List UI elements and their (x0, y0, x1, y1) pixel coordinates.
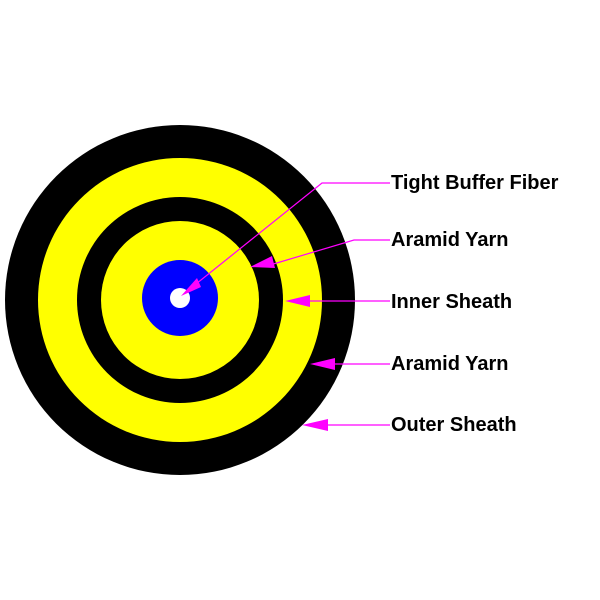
leader-aramid-inner (269, 239, 390, 266)
arrowhead-icon (285, 295, 310, 307)
label-aramid-yarn-inner: Aramid Yarn (391, 229, 509, 251)
label-aramid-yarn-outer: Aramid Yarn (391, 353, 509, 375)
arrowhead-icon (250, 256, 275, 268)
label-outer-sheath: Outer Sheath (391, 414, 517, 436)
label-tight-buffer-fiber: Tight Buffer Fiber (391, 172, 559, 194)
arrowhead-icon (181, 278, 201, 296)
leader-tight-buffer (185, 182, 390, 293)
arrowhead-icon (310, 358, 335, 370)
label-inner-sheath: Inner Sheath (391, 291, 513, 313)
arrowhead-icon (302, 419, 328, 431)
